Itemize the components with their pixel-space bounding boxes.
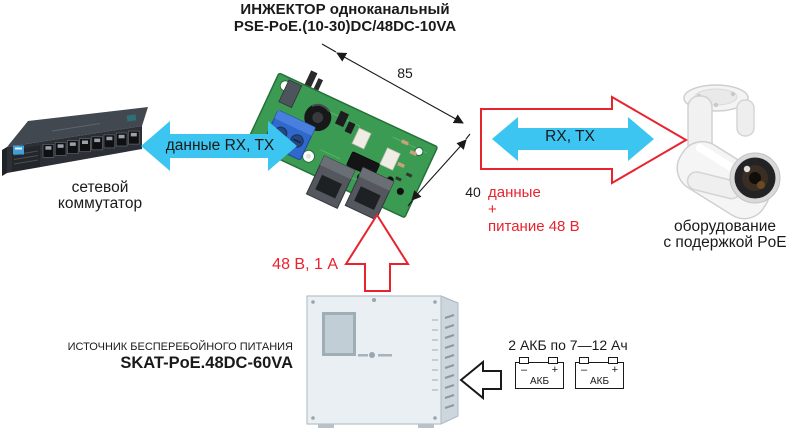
battery-plus-sign: + (551, 364, 558, 376)
battery-terminal-icon (519, 356, 529, 364)
dimension-85-label: 85 (397, 65, 413, 81)
camera-link-note-line2: + (488, 201, 497, 218)
arrow-psu-injector (344, 213, 410, 292)
switch-label-line1: сетевой (71, 179, 129, 196)
psu-icon (306, 295, 459, 428)
camera-link-note-line1: данные (488, 184, 541, 201)
battery-terminal-icon (608, 356, 618, 364)
battery-terminal-icon (548, 356, 558, 364)
diagram-title-line2: PSE-PoE.(10-30)DC/48DC-10VA (233, 18, 457, 35)
battery-plus-sign: + (611, 364, 618, 376)
battery-1: – + АКБ (515, 356, 564, 389)
arrow-psu-injector-label: 48 В, 1 А (272, 256, 338, 273)
arrow-switch-injector (141, 121, 297, 171)
arrow-injector-camera-label: RX, TX (545, 128, 595, 145)
diagram-title-line1: ИНЖЕКТОР одноканальный (240, 1, 450, 18)
poe-camera-icon (676, 84, 781, 220)
camera-label-line2: с подержкой PoE (663, 234, 787, 251)
battery-caption: 2 АКБ по 7—12 Ач (508, 337, 628, 353)
arrow-battery-psu (459, 359, 502, 401)
camera-label-line1: оборудование (674, 218, 776, 235)
dimension-lines (321, 43, 471, 207)
battery-label: АКБ (529, 376, 550, 387)
arrow-injector-camera (480, 95, 688, 185)
battery-minus-sign: – (521, 364, 528, 376)
dimension-40-label: 40 (465, 184, 481, 200)
switch-label-line2: коммутатор (57, 195, 143, 212)
battery-terminal-icon (579, 356, 589, 364)
battery-minus-sign: – (581, 364, 588, 376)
psu-label-line2: SKAT-PoE.48DC-60VA (120, 354, 293, 372)
arrow-switch-injector-label: данные RX, TX (165, 137, 275, 154)
network-switch-icon (2, 107, 148, 176)
psu-label-line1: ИСТОЧНИК БЕСПЕРЕБОЙНОГО ПИТАНИЯ (67, 341, 293, 353)
camera-link-note-line3: питание 48 В (488, 218, 580, 235)
battery-2: – + АКБ (575, 356, 624, 389)
battery-label: АКБ (589, 376, 610, 387)
injector-board-icon (245, 70, 438, 221)
